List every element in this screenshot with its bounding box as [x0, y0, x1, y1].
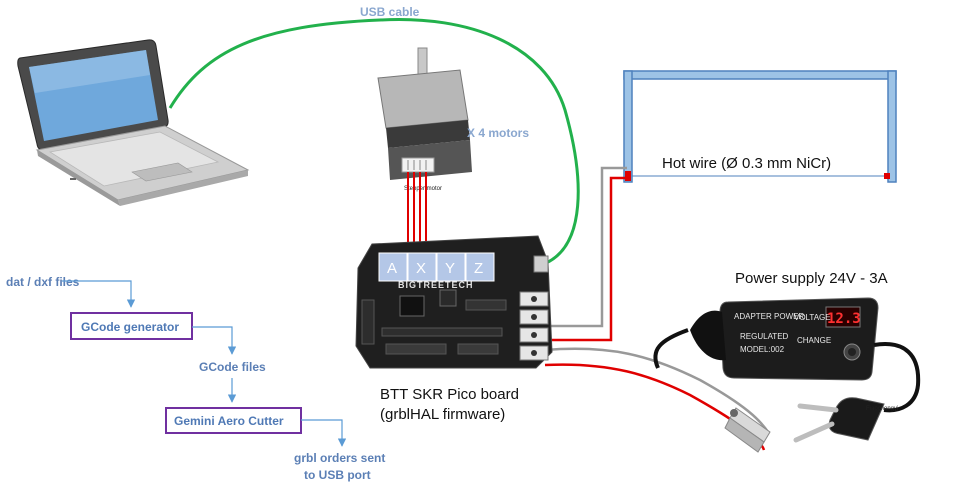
usb-cable-label: USB cable	[360, 5, 420, 19]
axis-label-z: Z	[474, 260, 483, 277]
frame-wire-grey	[545, 166, 627, 328]
psu-display: 12.3	[827, 311, 861, 327]
stepper-motor-label: Stepper motor	[404, 186, 442, 192]
axis-label-y: Y	[445, 260, 455, 277]
usb-cable	[168, 17, 580, 265]
power-supply-label: Power supply 24V - 3A	[735, 270, 888, 287]
motors-label: X 4 motors	[467, 126, 529, 140]
axis-label-a: A	[387, 260, 397, 277]
board-label-line1: BTT SKR Pico board	[380, 386, 519, 403]
gcode-generator-box	[70, 312, 193, 340]
laptop	[17, 39, 250, 206]
psu-wire-grey	[544, 347, 770, 433]
board-label-line2: (grblHAL firmware)	[380, 406, 505, 423]
flow-input-label: dat / dxf files	[6, 275, 80, 289]
board-brand: BIGTREETECH	[398, 280, 474, 290]
gcode-generator-label: GCode generator	[81, 320, 179, 334]
stepper-motor	[377, 47, 472, 180]
psu-watermark: Fiaochongyi	[866, 406, 898, 412]
gcode-files-label: GCode files	[199, 360, 266, 374]
power-supply	[653, 297, 921, 413]
flow-arrow-1	[62, 280, 136, 308]
flow-arrow-4	[301, 419, 347, 447]
flow-arrow-2	[192, 326, 237, 355]
wall-plug	[793, 397, 885, 443]
grbl-label-line2: to USB port	[304, 468, 371, 482]
psu-regulated: REGULATED	[740, 332, 789, 341]
hot-wire-frame	[623, 70, 897, 183]
hot-wire-label: Hot wire (Ø 0.3 mm NiCr)	[662, 155, 831, 172]
grbl-label-line1: grbl orders sent	[294, 451, 385, 465]
motor-wires	[407, 172, 427, 252]
frame-wire-red	[545, 176, 628, 342]
gemini-label: Gemini Aero Cutter	[174, 414, 284, 428]
psu-voltage-label: VOLTAGE	[794, 313, 831, 322]
psu-change: CHANGE	[797, 336, 831, 345]
axis-label-x: X	[416, 260, 426, 277]
psu-model: MODEL:002	[740, 345, 785, 354]
psu-brand: ADAPTER POWER	[734, 312, 804, 321]
barrel-jack	[724, 407, 771, 453]
axis-sockets: A X Y Z	[378, 252, 495, 282]
